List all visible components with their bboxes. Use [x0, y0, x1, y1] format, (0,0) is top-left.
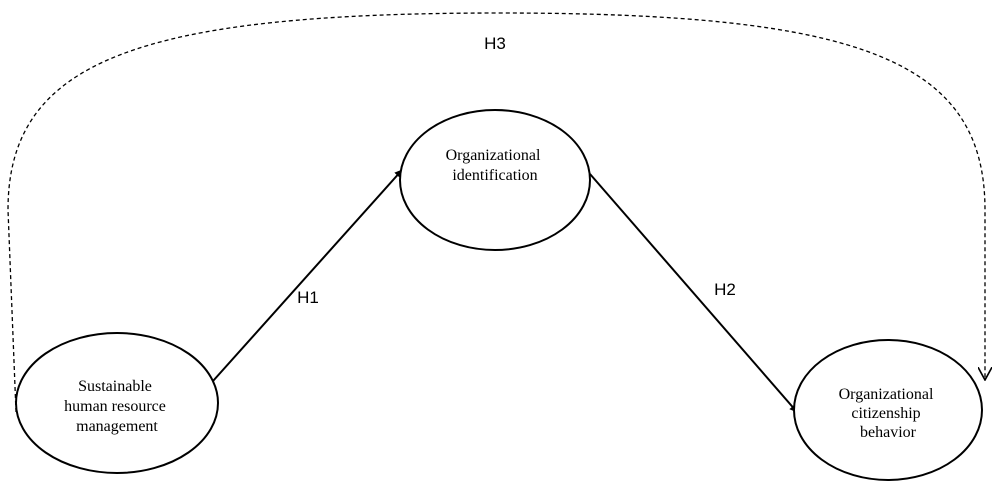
h3-label: H3 [484, 34, 506, 53]
organizational-citizenship-behavior-node [793, 339, 983, 481]
ocb-label-line: citizenship [851, 405, 920, 422]
h2-label: H2 [714, 280, 736, 299]
h1-label: H1 [297, 288, 319, 307]
sustainable-hrm-label-line: management [76, 418, 158, 435]
h3-dashed-arrow [7, 12, 985, 413]
organizational-identification-label-line: Organizational [446, 147, 541, 164]
organizational-identification-label: Organizational identification [446, 147, 545, 184]
sustainable-hrm-node [15, 332, 219, 474]
h1-arrow [212, 169, 403, 382]
h2-arrow [589, 173, 798, 413]
organizational-identification-label-line: identification [452, 167, 537, 184]
sustainable-hrm-label: Sustainable human resource management [64, 378, 170, 435]
sustainable-hrm-label-line: Sustainable [78, 378, 152, 395]
ocb-label-line: behavior [860, 424, 917, 441]
ocb-label-line: Organizational [839, 386, 934, 403]
organizational-citizenship-behavior-label: Organizational citizenship behavior [839, 386, 938, 441]
organizational-identification-node [399, 109, 591, 251]
sustainable-hrm-label-line: human resource [64, 398, 166, 415]
